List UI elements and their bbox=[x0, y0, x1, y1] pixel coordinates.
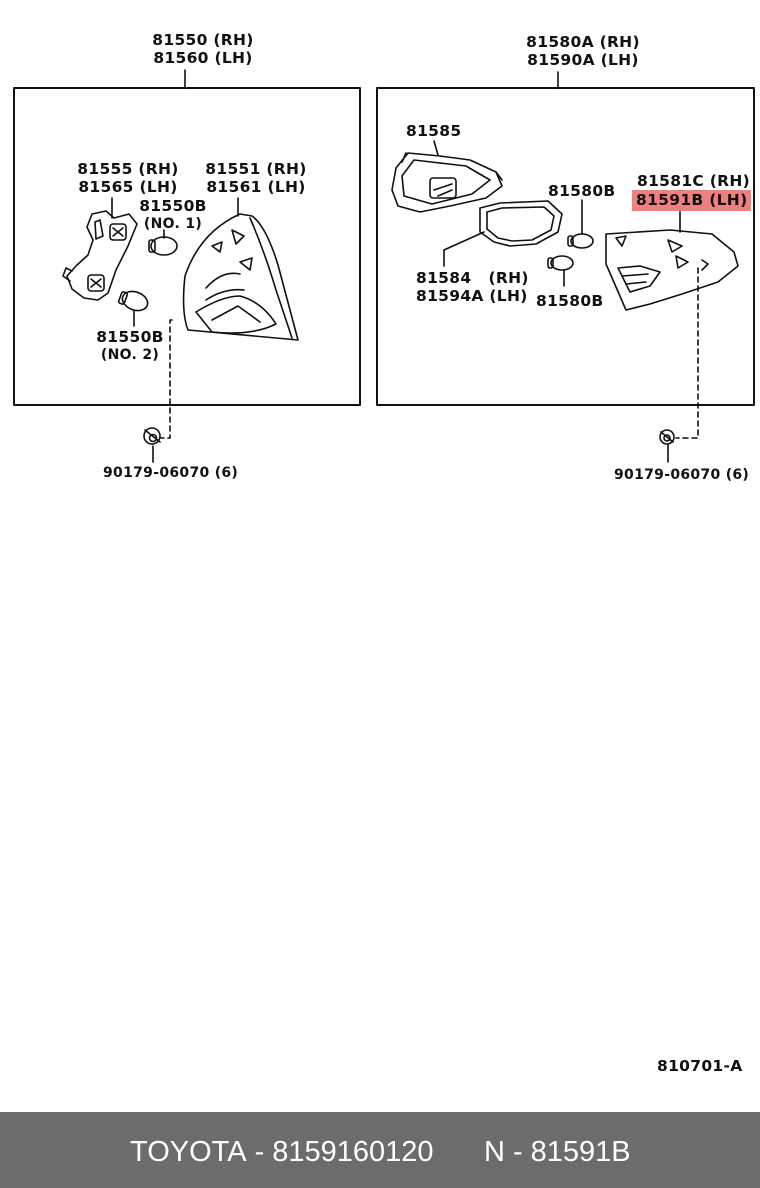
cover-label: 81585 bbox=[406, 122, 462, 140]
nut-left-drawing bbox=[143, 427, 161, 445]
front-lens-rh: 81551 (RH) bbox=[205, 160, 307, 178]
bulb-no1-part: 81550B bbox=[139, 197, 207, 215]
bulb-no1-note: (NO. 1) bbox=[143, 216, 203, 232]
rear-lens-drawing bbox=[605, 229, 739, 311]
diagram-drawing bbox=[13, 69, 755, 463]
footer-bar: TOYOTA-8159160120 N-81591B bbox=[0, 1112, 760, 1188]
rear-lens-rh: 81581C (RH) bbox=[637, 172, 751, 190]
footer-code-separator: - bbox=[512, 1136, 523, 1168]
bulb-no2-part: 81550B bbox=[96, 328, 164, 346]
front-lens-label: 81551 (RH) 81561 (LH) bbox=[205, 160, 306, 196]
nut-right-label: 90179-06070 (6) bbox=[614, 467, 750, 483]
rear-lens-lh-highlighted: 81591B (LH) bbox=[632, 190, 752, 211]
gasket-drawing bbox=[479, 200, 563, 247]
bulb-no2-drawing bbox=[117, 290, 149, 312]
bulb-no2-note: (NO. 2) bbox=[100, 347, 160, 363]
nut-right-drawing bbox=[659, 429, 675, 445]
footer-part-number: 8159160120 bbox=[272, 1136, 434, 1168]
right-assembly-rh: 81580A (RH) bbox=[526, 33, 640, 51]
footer-code: 81591B bbox=[530, 1136, 631, 1168]
left-assembly-rh: 81550 (RH) bbox=[152, 31, 254, 49]
left-assembly-label: 81550 (RH) 81560 (LH) bbox=[152, 31, 253, 67]
nut-left-label: 90179-06070 (6) bbox=[103, 465, 239, 481]
socket-cover-drawing bbox=[391, 152, 503, 213]
right-assembly-lh: 81590A (LH) bbox=[527, 51, 639, 69]
bulb-socket-drawing bbox=[62, 210, 138, 301]
socket-label: 81555 (RH) 81565 (LH) bbox=[77, 160, 178, 196]
bulb-upper-right-label: 81580B bbox=[548, 182, 616, 200]
bulb-lower-right-label: 81580B bbox=[536, 292, 604, 310]
socket-rh: 81555 (RH) bbox=[77, 160, 179, 178]
right-assembly-label: 81580A (RH) 81590A (LH) bbox=[526, 33, 640, 69]
bulb-no2-label: 81550B (NO. 2) bbox=[96, 328, 164, 364]
footer-separator: - bbox=[254, 1136, 265, 1168]
right-assembly-frame bbox=[376, 87, 755, 406]
gasket-rh: 81584 (RH) bbox=[416, 269, 529, 287]
front-lens-lh: 81561 (LH) bbox=[206, 178, 306, 196]
bulb-no1-label: 81550B (NO. 1) bbox=[139, 197, 207, 233]
drawing-code: 810701-A bbox=[657, 1057, 743, 1075]
left-assembly-frame bbox=[13, 87, 361, 406]
rear-lens-label: 81581C (RH) 81591B (LH) bbox=[632, 172, 752, 211]
footer-code-info: N-81591B bbox=[484, 1136, 631, 1169]
parts-diagram: 81550 (RH) 81560 (LH) 81555 (RH) 81565 (… bbox=[13, 31, 755, 1075]
front-lens-drawing bbox=[182, 213, 299, 341]
socket-lh: 81565 (LH) bbox=[78, 178, 178, 196]
bulb-lower-right-drawing bbox=[547, 255, 574, 271]
gasket-lh: 81594A (LH) bbox=[416, 287, 528, 305]
footer-code-prefix: N bbox=[484, 1136, 505, 1168]
left-assembly-lh: 81560 (LH) bbox=[153, 49, 253, 67]
gasket-label: 81584 (RH) 81594A (LH) bbox=[416, 269, 529, 305]
footer-part-info: TOYOTA-8159160120 bbox=[130, 1136, 434, 1169]
footer-brand: TOYOTA bbox=[130, 1136, 247, 1168]
bulb-upper-right-drawing bbox=[567, 233, 594, 249]
bulb-no1-drawing bbox=[148, 236, 178, 256]
